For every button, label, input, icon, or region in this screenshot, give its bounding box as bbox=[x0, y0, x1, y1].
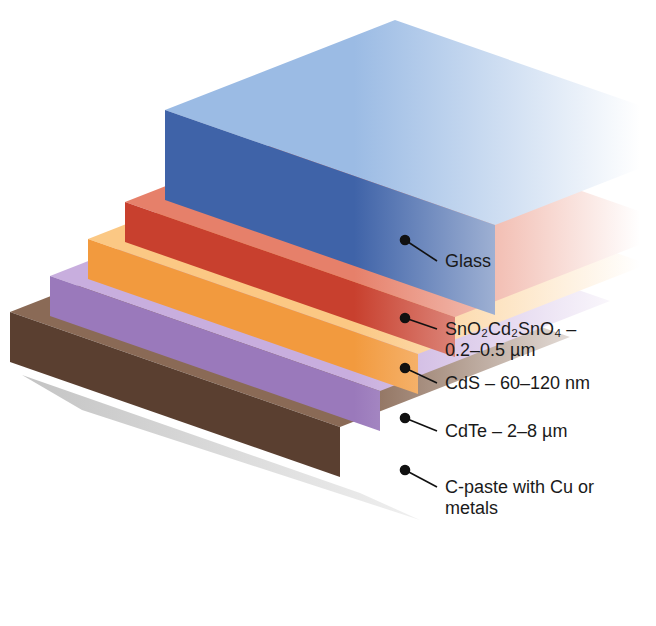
layer-label: C-paste with Cu or metals bbox=[445, 477, 610, 519]
layer-label: CdTe – 2–8 µm bbox=[445, 421, 645, 442]
layer-label: Glass bbox=[445, 251, 635, 272]
leader-lines bbox=[401, 236, 438, 488]
glass-layer-front bbox=[165, 110, 495, 315]
layer-label: CdS – 60–120 nm bbox=[445, 373, 645, 394]
layer-label: SnO₂Cd₂SnO₄ – 0.2–0.5 µm bbox=[445, 319, 610, 361]
